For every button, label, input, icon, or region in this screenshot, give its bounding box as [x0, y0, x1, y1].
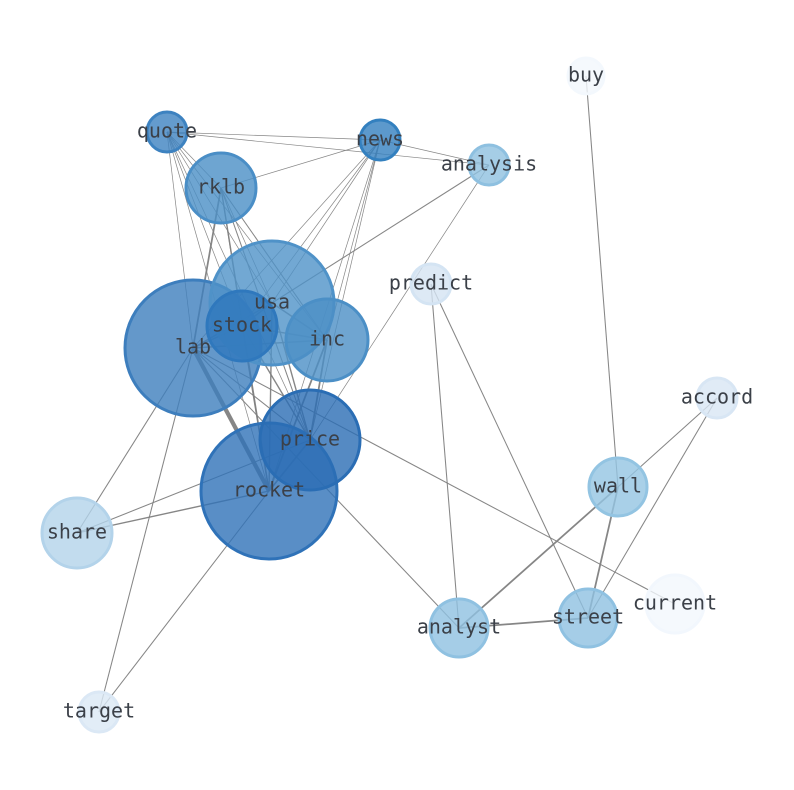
node-accord[interactable] [695, 376, 739, 420]
node-predict[interactable] [409, 262, 453, 306]
node-label-share: share [47, 520, 107, 544]
node-label-analyst: analyst [417, 615, 501, 639]
edge-lab-current [192, 347, 676, 605]
node-label-target: target [63, 699, 135, 723]
node-news[interactable] [358, 118, 402, 162]
node-inc[interactable] [284, 297, 370, 383]
edge-price-analysis [309, 164, 490, 441]
node-analyst[interactable] [428, 597, 490, 659]
node-label-wall: wall [594, 474, 642, 498]
node-share[interactable] [40, 496, 114, 570]
node-wall[interactable] [587, 456, 649, 518]
node-street[interactable] [557, 587, 619, 649]
node-current[interactable] [644, 573, 706, 635]
edge-buy-wall [585, 75, 619, 488]
node-analysis[interactable] [467, 143, 511, 187]
edge-quote-analysis [166, 131, 490, 166]
node-label-lab: lab [175, 335, 211, 359]
edge-accord-street [587, 397, 718, 619]
label-layer: lab rocket usa price inc stock rklb quote news an… [47, 63, 753, 723]
node-label-stock: stock [212, 313, 272, 337]
node-label-inc: inc [309, 327, 345, 351]
node-label-accord: accord [681, 385, 753, 409]
node-buy[interactable] [566, 56, 606, 96]
node-label-usa: usa [254, 290, 290, 314]
node-label-street: street [552, 605, 624, 629]
node-label-news: news [356, 127, 404, 151]
node-label-buy: buy [568, 63, 604, 87]
node-target[interactable] [77, 690, 121, 734]
edge-predict-street [430, 283, 589, 619]
node-label-price: price [280, 427, 340, 451]
node-label-rocket: rocket [233, 478, 305, 502]
node-label-predict: predict [389, 271, 473, 295]
node-label-rkbl: rklb [197, 175, 245, 199]
node-stock[interactable] [205, 289, 279, 363]
edge-quote-news [166, 131, 381, 141]
node-label-analysis: analysis [441, 152, 537, 176]
node-label-quote: quote [137, 119, 197, 143]
edge-predict-analyst [430, 283, 460, 629]
node-quote[interactable] [145, 110, 189, 154]
node-layer [40, 56, 739, 734]
node-label-current: current [633, 591, 717, 615]
node-price[interactable] [258, 388, 362, 492]
node-rkbl[interactable] [184, 151, 258, 225]
edge-wall-analyst [458, 486, 619, 629]
